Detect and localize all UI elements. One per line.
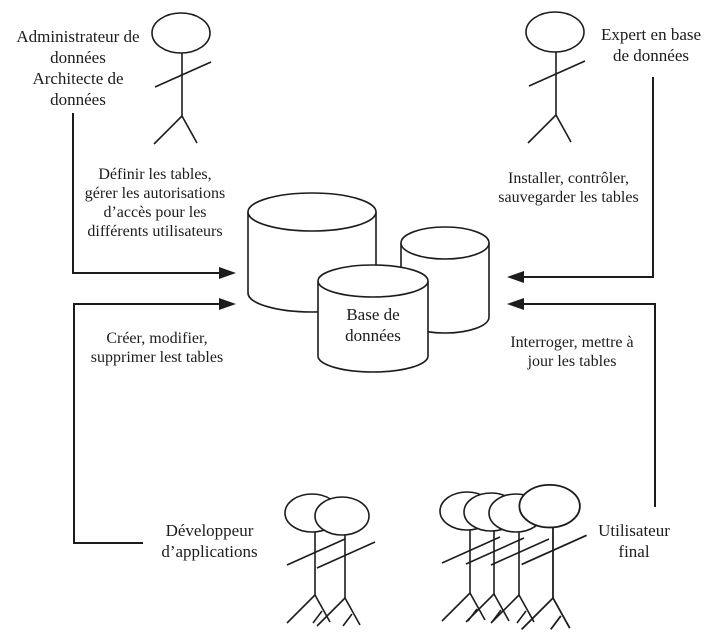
expert-actor-label: Expert en base de données: [600, 25, 702, 65]
end-user-stick-figures: [439, 483, 588, 631]
admin-stick-figure: [151, 12, 212, 145]
query-task-label: Interroger, mettre à jour les tables: [510, 334, 634, 370]
arrow-create-tables: [73, 298, 236, 544]
database-label: Base de données: [345, 305, 401, 345]
create-task-label: Créer, modifier, supprimer lest tables: [90, 330, 224, 366]
db-cylinder-front: [317, 264, 429, 373]
arrow-define-tables: [72, 113, 236, 279]
define-task-label: Définir les tables, gérer les autorisati…: [84, 166, 226, 240]
end-user-actor-label: Utilisateur final: [598, 521, 670, 561]
database-cylinders: [247, 192, 490, 373]
developer-actor-label: Développeur d’applications: [161, 521, 258, 561]
arrow-install-tables: [507, 77, 654, 283]
developer-stick-figures: [284, 493, 376, 627]
arrow-query-tables: [507, 298, 656, 507]
install-task-label: Installer, contrôler, sauvegarder les ta…: [498, 170, 639, 206]
admin-actor-label: Administrateur de données Architecte de …: [16, 27, 140, 109]
expert-stick-figure: [525, 11, 586, 144]
